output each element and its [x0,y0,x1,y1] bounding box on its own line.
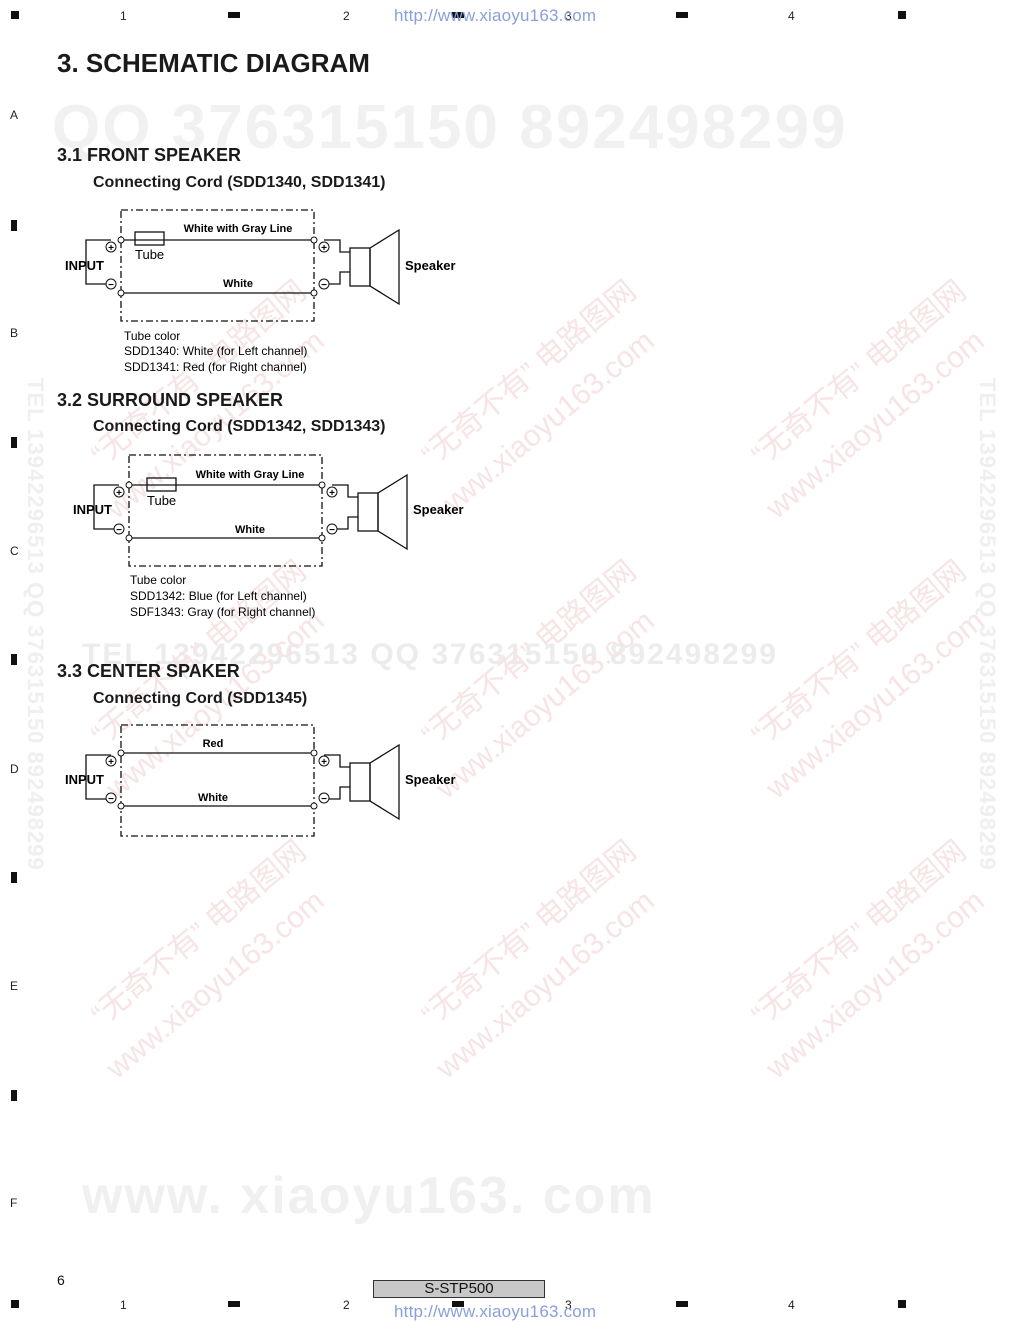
grid-column-number: 1 [120,9,127,23]
grid-column-number: 1 [120,1298,127,1312]
plus-symbol: + [321,757,327,768]
grid-row-letter: F [10,1196,18,1210]
grid-column-number: 2 [343,1298,350,1312]
speaker-label: Speaker [413,502,464,517]
grid-column-number: 2 [343,9,350,23]
tube-color-note: SDD1340: White (for Left channel) [124,344,307,358]
page-title: 3. SCHEMATIC DIAGRAM [57,48,370,78]
section-heading-front: 3.1 FRONT SPEAKER [57,145,242,165]
grid-column-number: 4 [788,1298,795,1312]
minus-symbol: − [108,794,114,805]
frame-marker [11,1300,19,1308]
watermark-bottom: www. xiaoyu163. com [82,1167,656,1225]
tube-label: Tube [147,493,176,508]
frame-marker [228,1301,240,1307]
frame-marker [11,11,19,19]
section-subheading-surround: Connecting Cord (SDD1342, SDD1343) [93,418,386,435]
bottom-wire-label: White [235,524,265,536]
section-heading-surround: 3.2 SURROUND SPEAKER [57,390,284,410]
bottom-wire-label: White [198,792,228,804]
plus-symbol: + [329,488,335,499]
plus-symbol: + [321,243,327,254]
model-label: S-STP500 [373,1280,545,1298]
top-wire-label: Red [203,738,224,750]
minus-symbol: − [321,794,327,805]
grid-row-letter: A [10,108,19,122]
page-number: 6 [57,1272,65,1288]
frame-marker [452,12,464,18]
grid-column-number: 4 [788,9,795,23]
frame-marker [228,12,240,18]
tube-color-note: Tube color [130,573,186,587]
grid-column-number: 3 [565,1298,572,1312]
input-label: INPUT [73,502,112,517]
plus-symbol: + [116,488,122,499]
grid-row-letter: D [10,762,19,776]
front-speaker-diagram: + − + − White with Gray Line White Tube … [65,209,456,374]
plus-symbol: + [108,757,114,768]
section-subheading-front: Connecting Cord (SDD1340, SDD1341) [93,174,386,191]
watermark-vertical-left: TEL 13942296513 QQ 376315150 892498299 [23,378,48,871]
grid-row-letter: E [10,979,19,993]
tube-label: Tube [135,247,164,262]
tube-color-note: SDD1341: Red (for Right channel) [124,360,307,374]
top-wire-label: White with Gray Line [184,223,293,235]
frame-marker [898,11,906,19]
section-subheading-center: Connecting Cord (SDD1345) [93,690,308,707]
grid-row-letter: B [10,326,19,340]
watermark-middle: TEL 13942296513 QQ 376315150 892498299 [82,638,778,671]
surround-speaker-diagram: + − + − White with Gray Line White Tube … [73,454,464,619]
minus-symbol: − [329,525,335,536]
grid-row-letter: C [10,544,19,558]
input-label: INPUT [65,772,104,787]
minus-symbol: − [321,280,327,291]
center-speaker-diagram: + − + − Red White INPUT Speaker [65,724,456,837]
frame-marker [11,872,17,883]
frame-marker [676,1301,688,1307]
frame-marker [11,1090,17,1101]
speaker-label: Speaker [405,258,456,273]
tube-color-note: SDD1342: Blue (for Left channel) [130,589,307,603]
plus-symbol: + [108,243,114,254]
top-wire-label: White with Gray Line [196,469,305,481]
minus-symbol: − [108,280,114,291]
input-label: INPUT [65,258,104,273]
frame-marker [452,1301,464,1307]
frame-marker [11,437,17,448]
watermark-qq: QQ 376315150 892498299 [52,93,848,162]
speaker-label: Speaker [405,772,456,787]
footer-url[interactable]: http://www.xiaoyu163.com [394,1302,597,1321]
tube-color-note: SDF1343: Gray (for Right channel) [130,605,315,619]
bottom-wire-label: White [223,278,253,290]
section-heading-center: 3.3 CENTER SPAKER [57,661,240,681]
frame-marker [11,220,17,231]
header-url[interactable]: http://www.xiaoyu163.com [394,6,597,25]
tube-color-note: Tube color [124,329,180,343]
frame-marker [11,654,17,665]
frame-marker [898,1300,906,1308]
frame-marker [676,12,688,18]
grid-column-number: 3 [565,9,572,23]
minus-symbol: − [116,525,122,536]
